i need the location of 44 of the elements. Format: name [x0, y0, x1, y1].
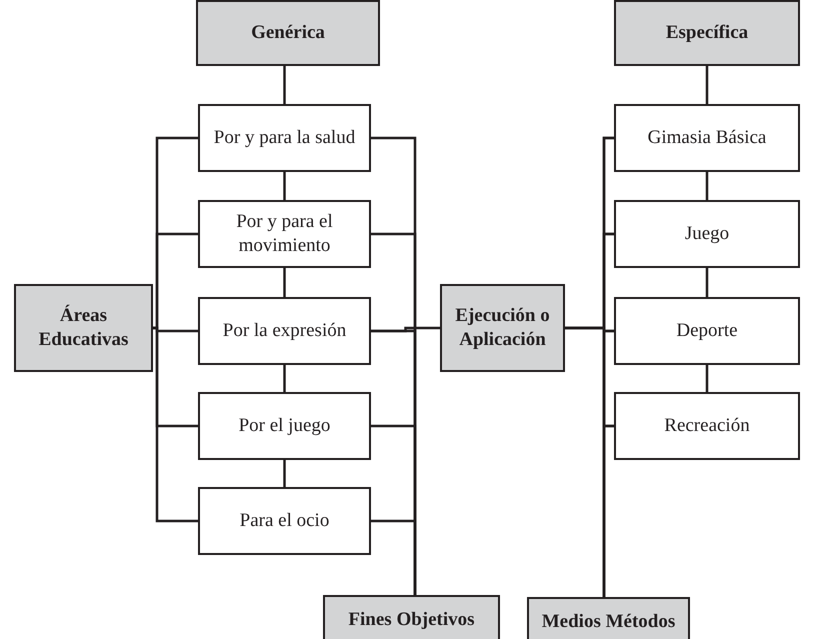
item-box — [198, 392, 371, 460]
box-label: Áreas Educativas — [38, 304, 130, 352]
connector-line — [283, 458, 286, 488]
box-label: Por la expresión — [222, 319, 346, 343]
item-box — [198, 104, 371, 172]
box-label: Gimasia Básica — [648, 126, 766, 150]
connector-line — [706, 364, 708, 394]
category-box — [14, 284, 153, 372]
category-box — [614, 0, 800, 66]
box-label: Por y para la salud — [214, 126, 356, 150]
item-box — [614, 200, 800, 268]
item-box — [614, 104, 800, 172]
connector-line — [706, 266, 708, 298]
connector-line — [283, 364, 286, 394]
category-box — [196, 0, 380, 66]
box-label: Juego — [684, 222, 730, 246]
box-label: Fines Objetivos — [348, 608, 475, 632]
item-box — [614, 297, 800, 365]
box-label: Ejecución o Aplicación — [454, 304, 551, 352]
connector-line — [706, 170, 708, 202]
connector-line — [153, 232, 198, 330]
box-label: Medios Métodos — [542, 610, 676, 634]
box-label: Recreación — [664, 414, 750, 438]
connector-line — [153, 326, 198, 522]
connector-line — [371, 520, 416, 596]
item-box — [614, 392, 800, 460]
box-label: Para el ocio — [240, 509, 330, 533]
box-label: Específica — [666, 21, 748, 45]
category-box — [527, 597, 690, 639]
connector-line — [283, 64, 286, 106]
connector-line — [602, 424, 614, 598]
connector-line — [706, 64, 708, 106]
item-box — [198, 297, 371, 365]
category-box — [323, 595, 500, 639]
connector-line — [371, 326, 440, 332]
category-box — [440, 284, 565, 372]
connector-line — [283, 266, 286, 298]
box-label: Por el juego — [238, 414, 330, 438]
box-label: Por y para el movimiento — [235, 210, 334, 258]
box-label: Genérica — [251, 21, 325, 45]
connector-line — [283, 170, 286, 202]
box-label: Deporte — [676, 319, 738, 343]
item-box — [198, 487, 371, 555]
item-box — [198, 200, 371, 268]
